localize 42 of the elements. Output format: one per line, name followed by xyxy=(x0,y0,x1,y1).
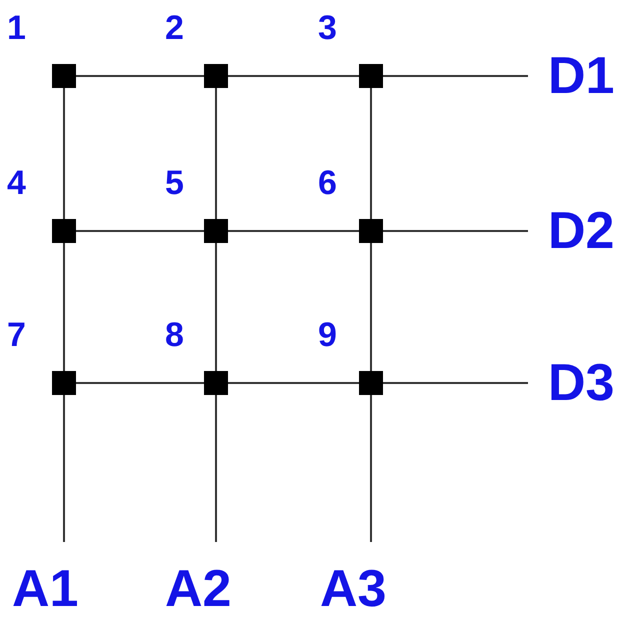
wire-line xyxy=(370,395,372,542)
wire-line xyxy=(383,382,528,384)
wire-line xyxy=(76,382,204,384)
junction-square xyxy=(359,64,383,88)
wire-line xyxy=(370,88,372,219)
key-number: 2 xyxy=(165,10,184,46)
wire-line xyxy=(215,395,217,542)
junction-square xyxy=(359,371,383,395)
wire-line xyxy=(63,395,65,542)
wire-line xyxy=(370,243,372,371)
column-label: A2 xyxy=(165,562,232,616)
key-number: 7 xyxy=(7,317,26,353)
wire-line xyxy=(76,230,204,232)
wire-line xyxy=(228,382,359,384)
column-label: A3 xyxy=(320,562,386,616)
wire-line xyxy=(228,230,359,232)
key-number: 8 xyxy=(165,317,184,353)
key-number: 3 xyxy=(318,10,337,46)
column-label: A1 xyxy=(12,562,78,616)
wire-line xyxy=(63,243,65,371)
junction-square xyxy=(52,371,76,395)
junction-square xyxy=(359,219,383,243)
wire-line xyxy=(383,230,528,232)
wire-line xyxy=(63,88,65,219)
key-number: 1 xyxy=(7,10,26,46)
row-label: D2 xyxy=(548,204,614,258)
junction-square xyxy=(52,64,76,88)
junction-square xyxy=(204,64,228,88)
key-number: 5 xyxy=(165,165,184,201)
junction-square xyxy=(52,219,76,243)
wire-line xyxy=(228,75,359,77)
wire-line xyxy=(76,75,204,77)
junction-square xyxy=(204,371,228,395)
key-number: 9 xyxy=(318,317,337,353)
wire-line xyxy=(215,243,217,371)
key-number: 6 xyxy=(318,165,337,201)
row-label: D1 xyxy=(548,49,614,103)
key-number: 4 xyxy=(7,165,26,201)
wire-line xyxy=(215,88,217,219)
row-label: D3 xyxy=(548,356,614,410)
junction-square xyxy=(204,219,228,243)
wire-line xyxy=(383,75,528,77)
